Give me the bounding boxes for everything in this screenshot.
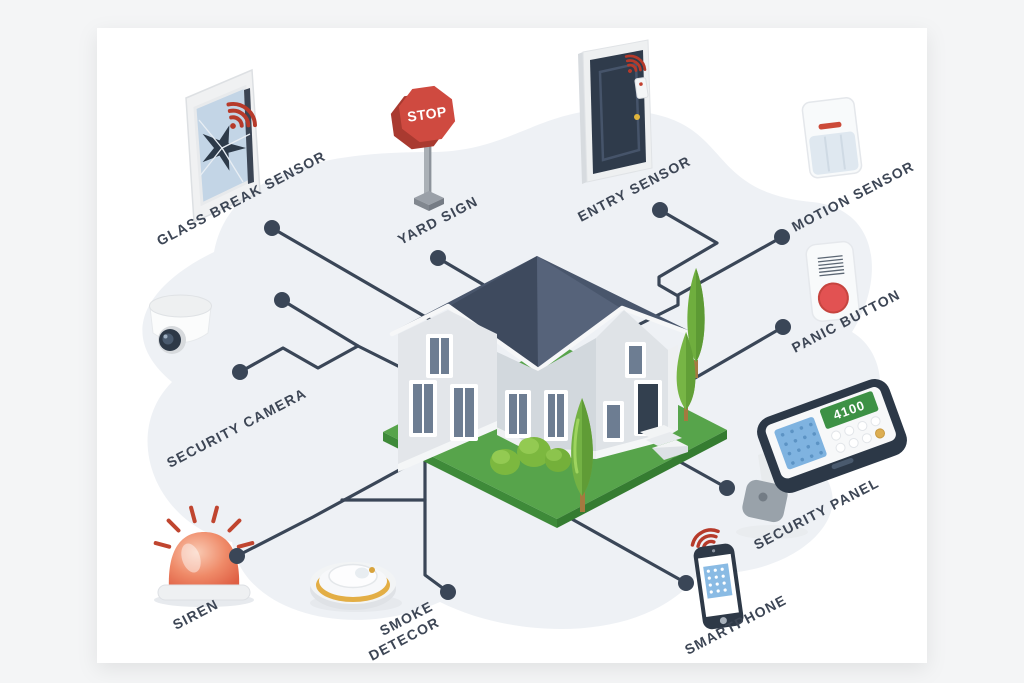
window — [505, 390, 531, 438]
node-dots — [229, 202, 791, 600]
tree — [571, 398, 593, 512]
node-dot — [774, 229, 790, 245]
bush — [517, 437, 551, 467]
smartphone-icon — [690, 528, 744, 630]
roof-inner-right — [537, 256, 622, 371]
crack-icon — [202, 125, 246, 171]
tree — [676, 332, 696, 421]
siren-rays-icon — [153, 505, 255, 549]
window — [426, 334, 453, 378]
window — [409, 380, 437, 437]
node-dot — [440, 584, 456, 600]
window — [450, 384, 478, 441]
smoke-detector-icon — [310, 562, 402, 612]
panel-keypad — [774, 417, 827, 470]
node-dot — [775, 319, 791, 335]
yard-sign-icon: STOP — [390, 85, 456, 211]
node-dot — [229, 548, 245, 564]
stop-sign-text: STOP — [406, 103, 448, 124]
security-panel-icon: 4100 — [736, 378, 907, 539]
roof-trim — [389, 303, 703, 373]
connector-entry-sensor — [632, 208, 719, 329]
bush — [545, 448, 571, 472]
panic-button-icon — [805, 240, 860, 322]
doorknob-icon — [634, 114, 640, 120]
node-dot — [678, 575, 694, 591]
wifi-icon — [624, 54, 647, 73]
node-dot — [719, 480, 735, 496]
connector-security-camera — [238, 344, 360, 374]
window — [603, 401, 624, 442]
steps — [640, 425, 688, 460]
wall-right-side — [668, 345, 678, 436]
connector-smoke-detector — [423, 453, 450, 594]
house — [383, 256, 727, 528]
node-dot — [264, 220, 280, 236]
lawn-edge-right — [557, 430, 727, 528]
connector-siren — [235, 454, 427, 558]
panel-screen — [819, 391, 879, 429]
node-dot — [274, 292, 290, 308]
node-dot — [430, 250, 446, 266]
sensor-led — [818, 121, 842, 130]
glass-break-sensor-icon — [185, 68, 261, 224]
red-button — [817, 282, 849, 314]
window — [544, 390, 568, 441]
siren-icon — [153, 505, 255, 607]
entry-sensor-icon — [578, 39, 653, 184]
motion-sensor-icon — [801, 97, 863, 179]
bush — [490, 449, 520, 475]
node-dot — [232, 364, 248, 380]
detector-led — [369, 567, 375, 573]
node-dot — [652, 202, 668, 218]
window — [625, 342, 646, 378]
wifi-icon — [226, 102, 257, 129]
tree — [687, 268, 705, 378]
connector-smartphone — [568, 516, 688, 585]
home-button-icon — [719, 617, 727, 625]
speaker-grille-icon — [817, 255, 845, 277]
roof-inner-left — [448, 256, 538, 371]
security-camera-icon — [149, 294, 212, 354]
front-door — [634, 380, 662, 436]
